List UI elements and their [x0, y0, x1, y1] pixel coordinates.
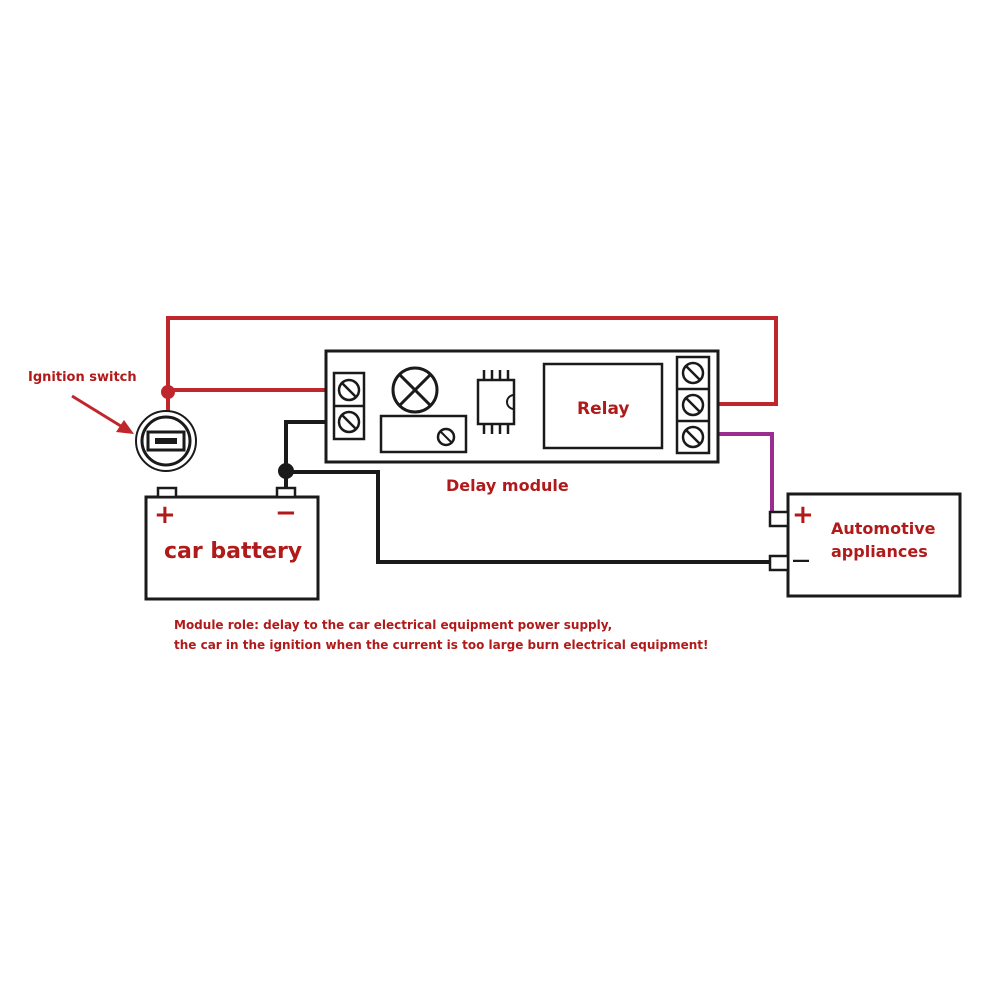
input-terminal-block [332, 371, 366, 441]
car-battery-label: car battery [164, 539, 303, 564]
relay-box [542, 362, 664, 450]
delay-module-board [324, 349, 720, 464]
output-terminal-block [675, 355, 711, 455]
ignition-switch-label: Ignition switch [28, 370, 137, 385]
battery-plus-sign: + [154, 500, 176, 530]
wire-top-loop [166, 316, 778, 406]
potentiometer-icon [379, 414, 468, 454]
buzzer-icon [391, 366, 439, 414]
module-role-note-line1: Module role: delay to the car electrical… [174, 618, 613, 632]
relay-label: Relay [577, 399, 630, 419]
wire-relay-output [716, 432, 774, 514]
car-battery-icon [144, 486, 320, 601]
appliance-label-line2: appliances [831, 542, 928, 561]
appliance-minus-sign: — [792, 550, 810, 571]
junction-dot-ground [278, 463, 294, 479]
appliance-label-line1: Automotive [831, 519, 936, 538]
delay-module-label: Delay module [446, 476, 569, 495]
automotive-appliances-box [768, 492, 962, 598]
ignition-arrow-icon [71, 394, 134, 434]
junction-dot-positive [161, 385, 175, 399]
battery-minus-sign: − [275, 498, 297, 528]
module-role-note-line2: the car in the ignition when the current… [174, 638, 709, 652]
wire-module-ground [284, 420, 334, 470]
wire-battery-ground-to-appliance [286, 470, 772, 564]
ignition-switch-icon [135, 410, 197, 472]
ic-chip-icon [476, 370, 516, 434]
appliance-plus-sign: + [792, 500, 814, 530]
